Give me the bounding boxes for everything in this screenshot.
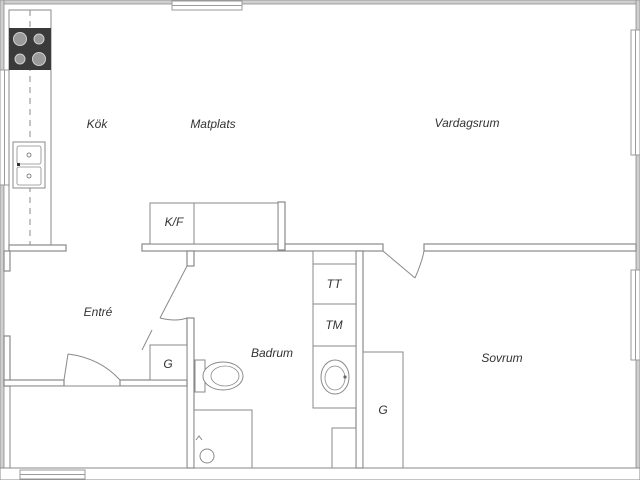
- bedroom-closet-label: G: [378, 403, 387, 417]
- room-label-matplats: Matplats: [190, 117, 235, 131]
- room-label-badrum: Badrum: [251, 346, 293, 360]
- room-label-entre: Entré: [84, 305, 113, 319]
- stove-icon: [9, 28, 51, 70]
- toilet-icon: [194, 359, 244, 393]
- doors: [63, 250, 425, 381]
- room-label-sovrum: Sovrum: [481, 351, 522, 365]
- washer-label: TM: [325, 318, 342, 332]
- hall-closet-label: G: [163, 357, 172, 371]
- fridge-freezer-label: K/F: [165, 215, 184, 229]
- bath-cabinet: [331, 427, 357, 469]
- room-label-kok: Kök: [87, 117, 109, 131]
- room-label-vardagsrum: Vardagsrum: [435, 116, 500, 130]
- interior-walls: [3, 201, 637, 469]
- fridge-freezer: K/F: [149, 202, 279, 245]
- hall-closet: G: [149, 344, 188, 381]
- dryer-label: TT: [327, 277, 343, 291]
- shower-icon: [193, 409, 253, 469]
- bathroom-sink-icon: [312, 345, 357, 409]
- storage-area: [9, 385, 188, 469]
- laundry-units: TT TM: [312, 250, 357, 347]
- kitchen-sink-icon: [12, 141, 46, 189]
- bedroom-wardrobe: G: [362, 351, 404, 469]
